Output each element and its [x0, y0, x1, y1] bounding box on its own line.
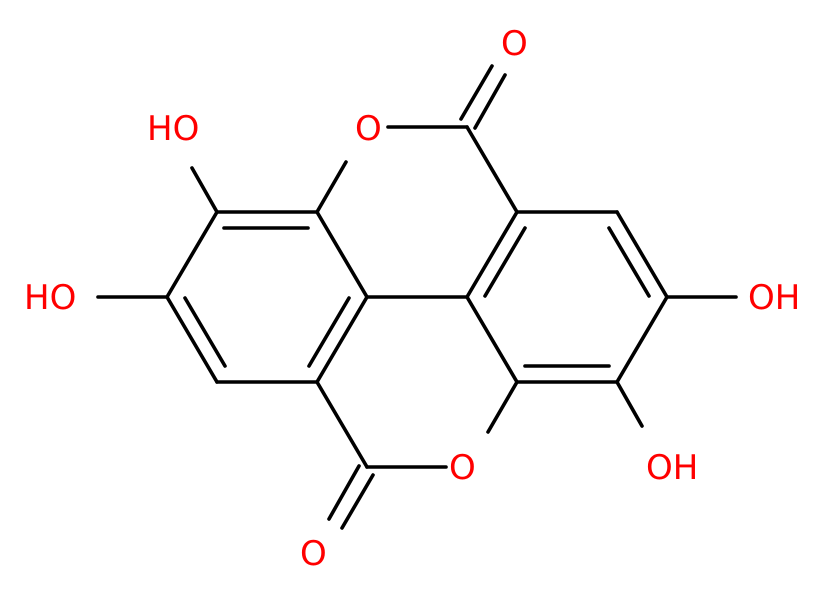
oh-label-top-left: HO [147, 109, 199, 149]
top-lactone-ring [315, 64, 519, 214]
left-benzene-ring [165, 210, 369, 384]
right-benzene-ring [465, 210, 669, 384]
ring-oxygen-top-label: O [355, 109, 382, 149]
carbonyl-oxygen-bottom-label: O [300, 534, 327, 574]
ring-oxygen-bottom-label: O [449, 448, 476, 488]
bottom-lactone-ring [315, 380, 519, 530]
oh-label-mid-left: HO [24, 278, 76, 318]
carbonyl-oxygen-top-label: O [501, 24, 528, 64]
oh-label-bottom-right: OH [646, 448, 698, 488]
hydroxyl-bonds [96, 166, 738, 428]
oh-label-mid-right: OH [748, 278, 800, 318]
